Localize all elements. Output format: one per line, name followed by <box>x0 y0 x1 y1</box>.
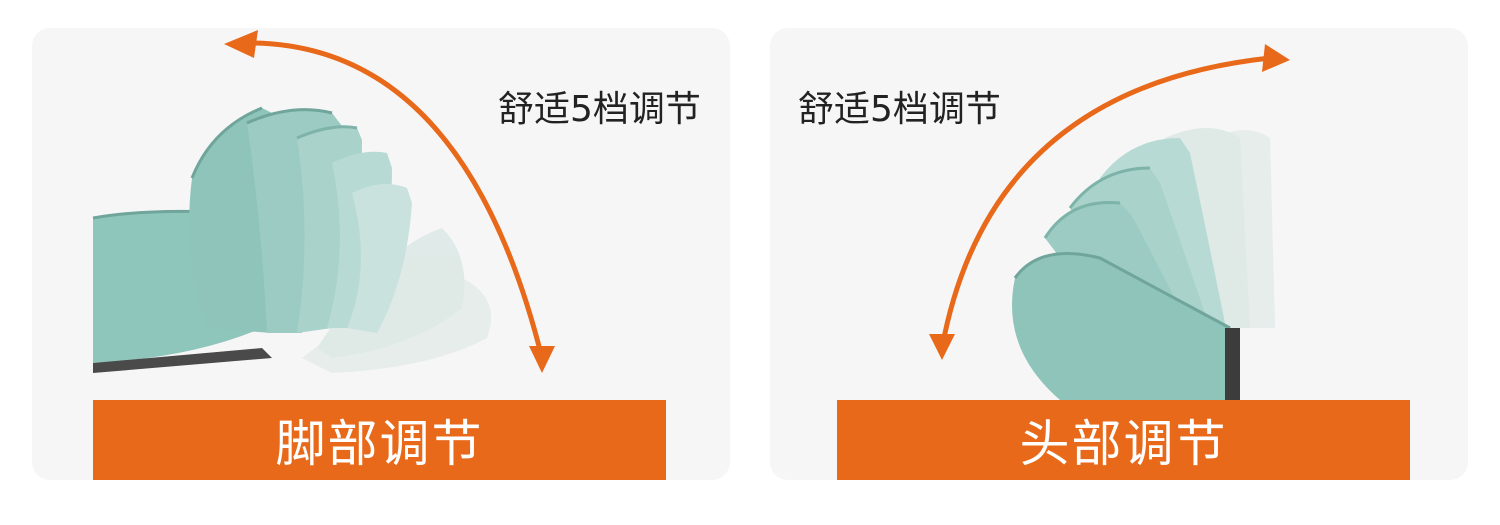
foot-adjust-panel: 舒适5档调节 脚部调节 <box>32 28 730 480</box>
comfort-level-caption: 舒适5档调节 <box>498 89 701 130</box>
comfort-level-caption: 舒适5档调节 <box>798 89 1001 130</box>
foot-adjust-illustration <box>92 30 555 373</box>
head-section-fan <box>1012 138 1240 400</box>
head-adjust-label: 头部调节 <box>1019 415 1228 473</box>
foot-section-fan <box>189 106 412 334</box>
foot-adjust-label: 脚部调节 <box>275 415 484 473</box>
head-adjust-illustration <box>929 44 1290 400</box>
curved-double-arrow-icon <box>224 30 555 373</box>
curved-double-arrow-icon <box>929 44 1290 360</box>
head-adjust-panel: 舒适5档调节 头部调节 <box>770 28 1468 480</box>
head-adjust-banner: 头部调节 <box>837 400 1410 480</box>
foot-adjust-banner: 脚部调节 <box>93 400 666 480</box>
